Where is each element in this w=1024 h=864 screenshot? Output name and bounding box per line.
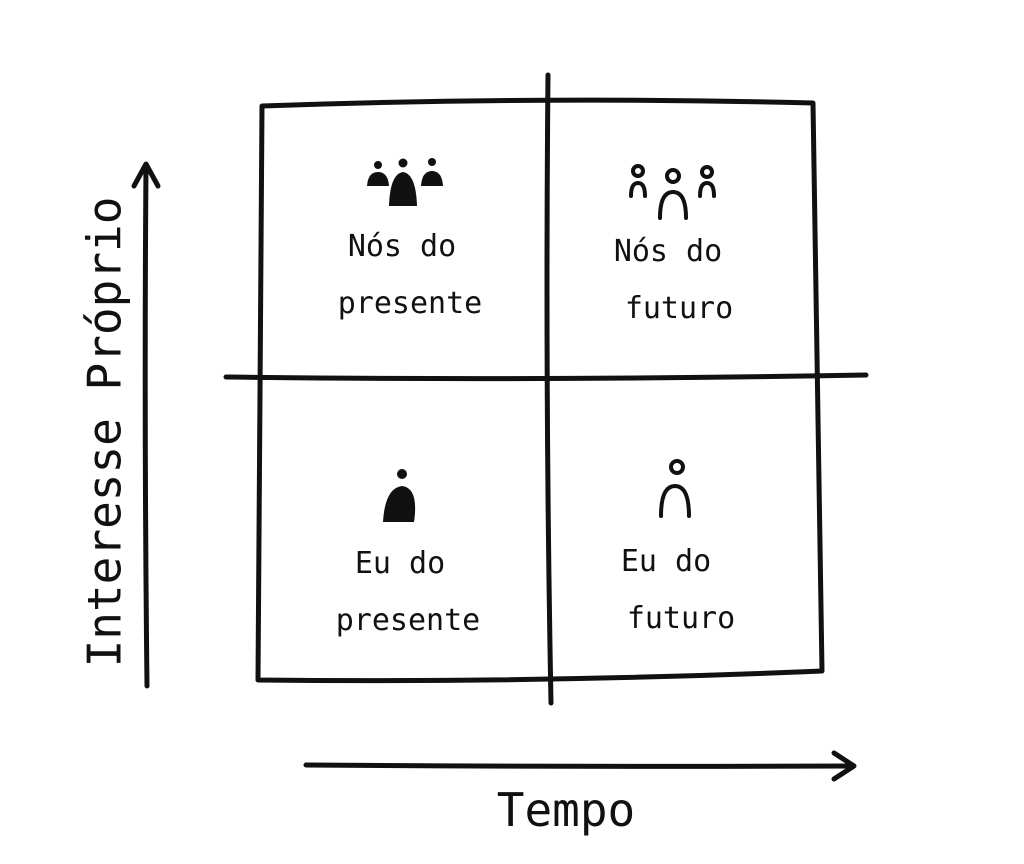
person-outline-icon [659, 459, 691, 518]
quadrant-bottom-right-line2: futuro [627, 601, 735, 636]
quadrant-top-right-line2: futuro [625, 291, 733, 326]
vertical-divider [544, 72, 554, 706]
quadrant-bottom-left-line2: presente [336, 603, 481, 638]
quadrant-top-left-line1: Nós do [348, 229, 456, 264]
y-axis-arrow [131, 161, 161, 689]
quadrant-frame [255, 97, 825, 684]
x-axis-arrow [303, 750, 857, 782]
y-axis-label: Interesse Próprio [78, 197, 132, 668]
group-outline-icon [629, 164, 716, 220]
x-axis-label: Tempo [497, 783, 635, 837]
quadrant-top-left-line2: presente [338, 286, 483, 321]
group-filled-icon [367, 158, 443, 206]
quadrant-top-right-line1: Nós do [614, 234, 722, 269]
person-filled-icon [383, 469, 416, 522]
horizontal-divider [223, 372, 869, 382]
quadrant-bottom-right-line1: Eu do [621, 544, 711, 579]
quadrant-bottom-left-line1: Eu do [355, 546, 445, 581]
